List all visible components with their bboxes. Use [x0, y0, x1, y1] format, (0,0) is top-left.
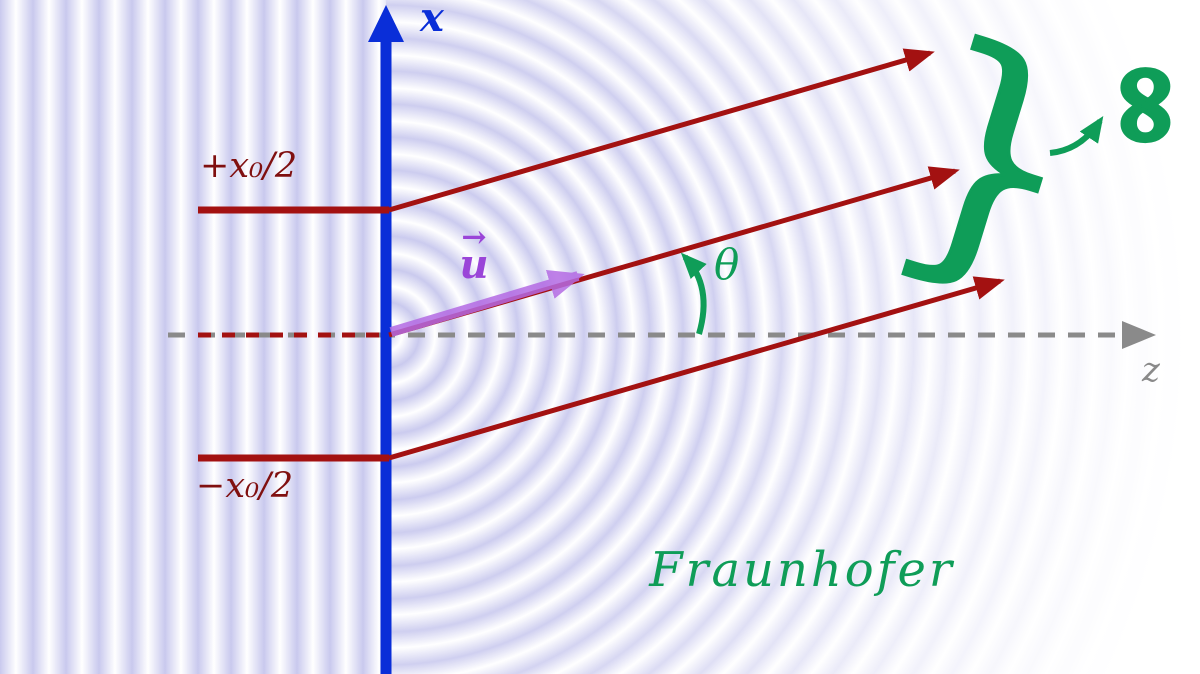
u-vector-arrow: [389, 269, 585, 337]
ray-top: [388, 48, 935, 213]
theta-label: θ: [714, 240, 740, 289]
z-axis-label: z: [1142, 350, 1160, 390]
circular-wave-field: [386, 0, 1200, 674]
slit-top-label: +x₀/2: [200, 146, 298, 186]
ray-bottom: [388, 276, 1005, 461]
fraunhofer-caption: Fraunhofer: [649, 542, 955, 598]
theta-angle-arrow: [680, 252, 707, 335]
u-vector-label: → u: [452, 223, 496, 288]
brace-to-infinity-arrow: [1049, 116, 1104, 156]
infinity-symbol: ∞: [1083, 50, 1200, 160]
x-axis-label: x: [420, 0, 444, 41]
x-axis-arrowhead: [368, 5, 404, 42]
u-vector-letter: u: [459, 241, 489, 288]
slit-bottom-label: −x₀/2: [196, 466, 294, 506]
